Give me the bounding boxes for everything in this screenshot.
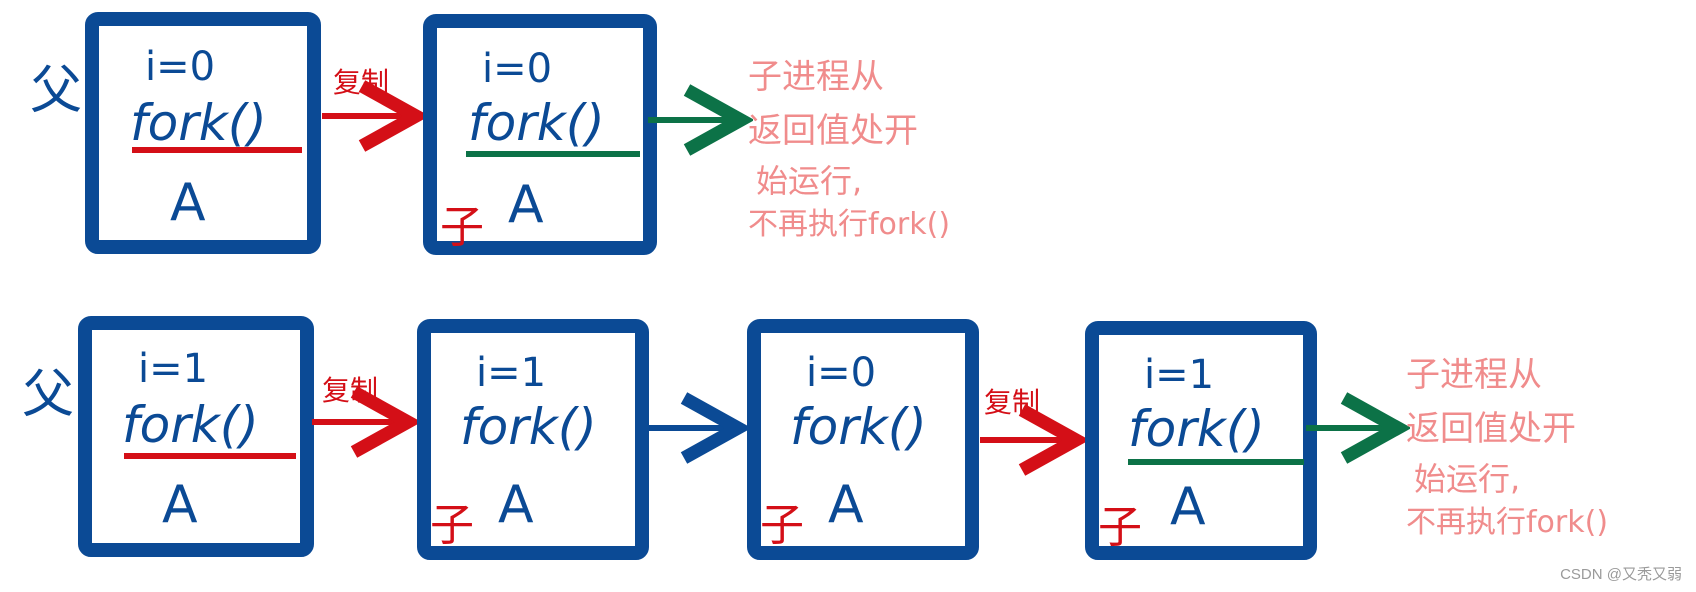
process-box: i=1 fork() 子 A: [417, 319, 649, 560]
code-a: A: [498, 475, 534, 535]
process-box: i=1 fork() 子 A: [1085, 321, 1317, 560]
parent-label: 父: [22, 365, 74, 425]
box-frame: [1085, 321, 1317, 560]
fork-call: fork(): [790, 398, 927, 456]
fork-call: fork(): [468, 94, 605, 152]
box-frame: [423, 14, 657, 255]
code-a: A: [508, 175, 544, 235]
note: 子进程从 返回值处开 始运行, 不再执行fork(): [748, 57, 950, 242]
note: 子进程从 返回值处开 始运行, 不再执行fork(): [1406, 355, 1608, 540]
process-box: i=0 fork() 子 A: [423, 14, 657, 255]
box-frame: [747, 319, 979, 560]
fork-call: fork(): [460, 398, 597, 456]
child-label: 子: [430, 500, 474, 551]
note-line: 不再执行fork(): [748, 207, 950, 242]
note-line: 始运行,: [1414, 460, 1520, 498]
code-a: A: [828, 475, 864, 535]
loop-variable: i=1: [1144, 352, 1214, 398]
loop-variable: i=0: [482, 46, 552, 92]
fork-call: fork(): [1128, 400, 1265, 458]
box-frame: [417, 319, 649, 560]
note-line: 子进程从: [1406, 355, 1542, 395]
fork-call: fork(): [130, 94, 267, 152]
box-frame: [78, 316, 314, 557]
process-box: i=0 fork() A: [85, 12, 321, 254]
code-a: A: [1170, 477, 1206, 537]
child-label: 子: [1098, 502, 1142, 553]
code-a: A: [170, 173, 206, 233]
loop-variable: i=1: [476, 350, 546, 396]
process-box: i=0 fork() 子 A: [747, 319, 979, 560]
copy-label: 复制: [322, 374, 378, 407]
loop-variable: i=0: [145, 44, 215, 90]
note-line: 子进程从: [748, 57, 884, 97]
note-line: 返回值处开: [1406, 409, 1576, 449]
note-line: 不再执行fork(): [1406, 505, 1608, 540]
note-line: 返回值处开: [748, 111, 918, 151]
child-label: 子: [760, 500, 804, 551]
process-box: i=1 fork() A: [78, 316, 314, 557]
loop-variable: i=1: [138, 346, 208, 392]
code-a: A: [162, 475, 198, 535]
watermark: CSDN @又秃又弱: [1560, 566, 1682, 583]
fork-call: fork(): [122, 396, 259, 454]
child-label: 子: [440, 202, 484, 253]
copy-label: 复制: [984, 386, 1040, 419]
note-line: 始运行,: [756, 162, 862, 200]
loop-variable: i=0: [806, 350, 876, 396]
copy-label: 复制: [333, 66, 389, 99]
box-frame: [85, 12, 321, 254]
parent-label: 父: [30, 61, 82, 121]
